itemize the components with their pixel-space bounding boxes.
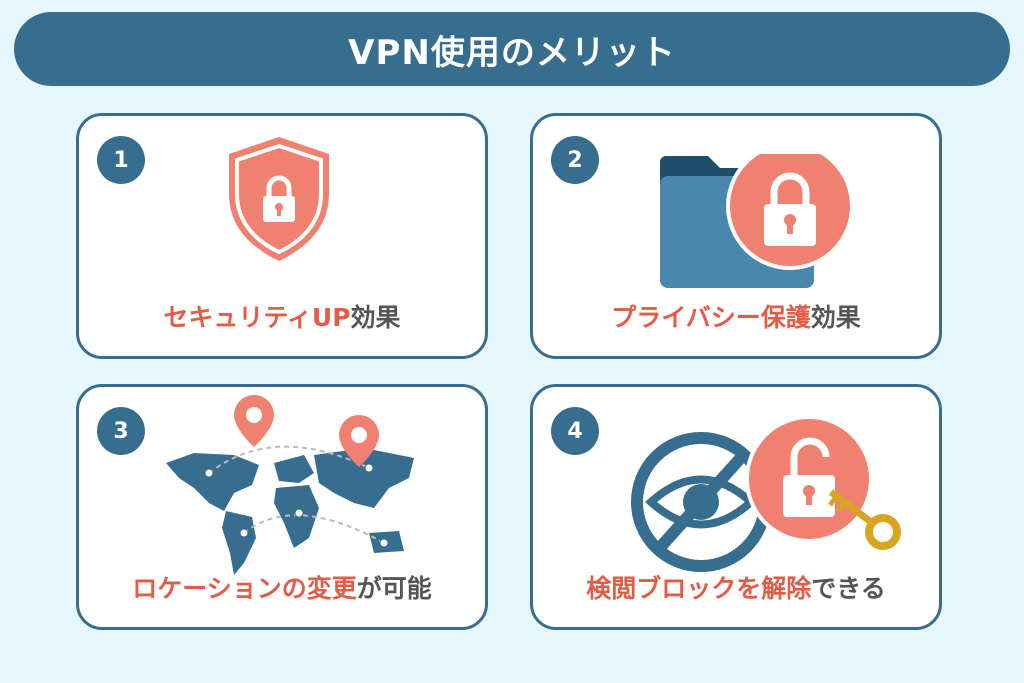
shield-lock-icon bbox=[229, 137, 329, 261]
benefit-card-location: 3 ロケーションの変更が可能 bbox=[76, 384, 488, 630]
card-caption: セキュリティUP効果 bbox=[163, 303, 401, 332]
benefit-card-security: 1 セキュリティUP効果 bbox=[76, 113, 488, 359]
world-map-pin-icon bbox=[166, 395, 414, 575]
number-badge: 1 bbox=[97, 136, 145, 184]
benefit-card-privacy: 2 プライバシー保護効果 bbox=[530, 113, 942, 359]
card-caption: ロケーションの変更が可能 bbox=[132, 574, 432, 603]
card-caption: プライバシー保護効果 bbox=[611, 303, 861, 332]
card-caption: 検閲ブロックを解除できる bbox=[586, 574, 886, 603]
number-badge: 4 bbox=[551, 407, 599, 455]
unlock-eye-key-icon bbox=[631, 417, 901, 572]
benefit-card-censorship: 4 検閲ブロックを解除できる bbox=[530, 384, 942, 630]
page-title: VPN使用のメリット bbox=[14, 12, 1010, 86]
folder-lock-icon bbox=[660, 154, 854, 288]
number-badge: 2 bbox=[551, 136, 599, 184]
number-badge: 3 bbox=[97, 407, 145, 455]
